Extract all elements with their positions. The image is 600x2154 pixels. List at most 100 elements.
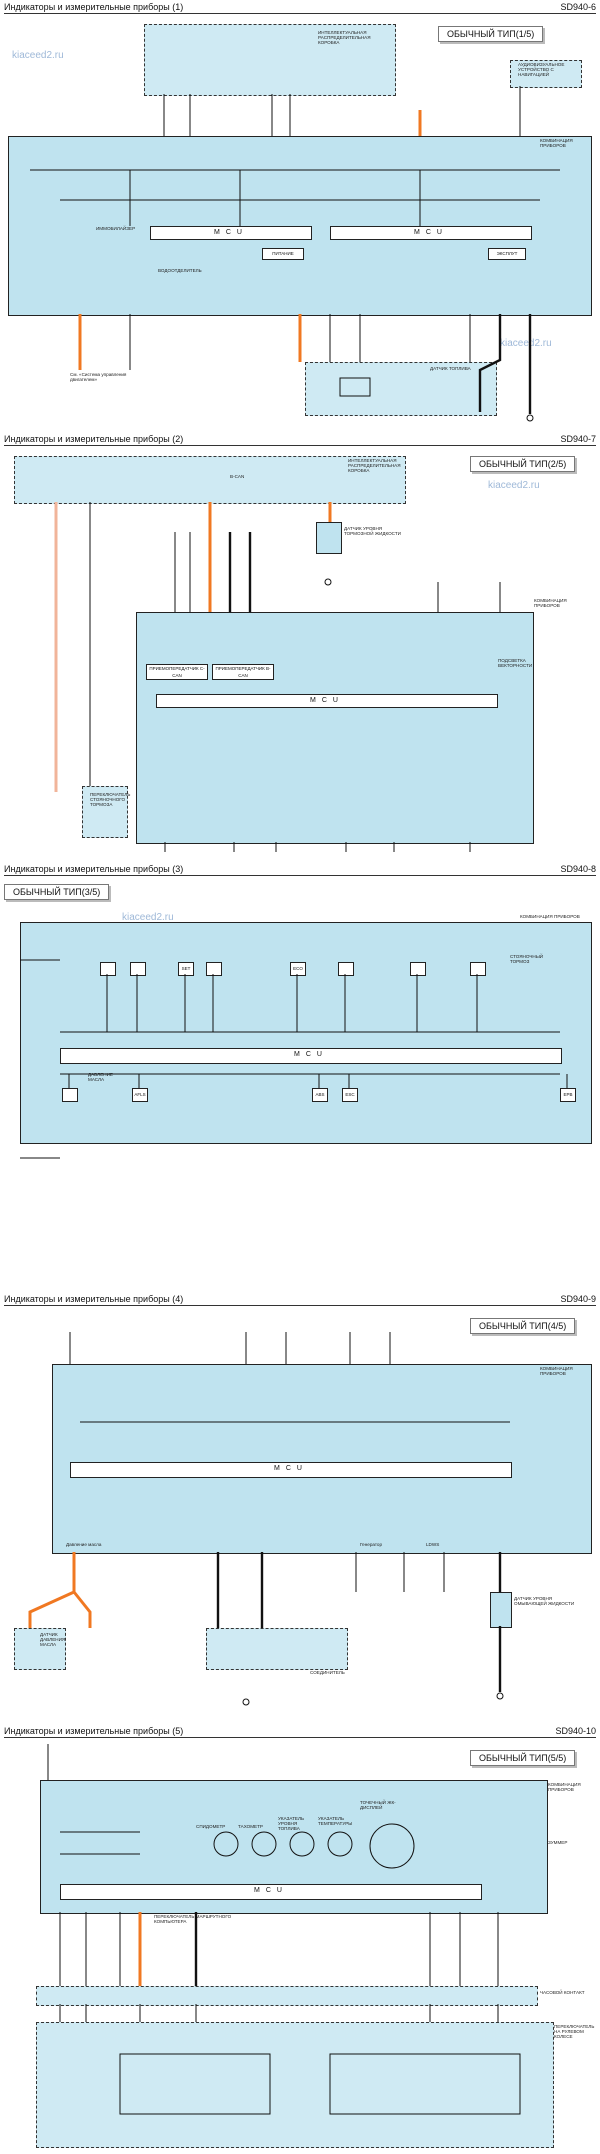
indicator-icon <box>130 962 146 976</box>
instrument-cluster <box>136 612 534 844</box>
signal-label: Давление масла <box>66 1542 102 1547</box>
component-label: КОМБИНАЦИЯ ПРИБОРОВ <box>540 138 573 148</box>
component-label: СТОЯНОЧНЫЙ ТОРМОЗ <box>510 954 544 964</box>
mcu-block: MCU <box>60 1048 562 1064</box>
component-label: АУДИОВИЗУАЛЬНОЕ УСТРОЙСТВО С НАВИГАЦИЕЙ <box>518 62 565 77</box>
wiring-svg <box>54 502 501 852</box>
indicator-icon: SET <box>178 962 194 976</box>
mcu-block: MCU <box>156 694 498 708</box>
gauge-label: ТАХОМЕТР <box>238 1824 263 1829</box>
component-label: ДАТЧИК УРОВНЯ ТОРМОЗНОЙ ЖИДКОСТИ <box>344 526 401 536</box>
component-label: ВОДООТДЕЛИТЕЛЬ <box>158 268 202 273</box>
indicator-icon: ABS <box>312 1088 328 1102</box>
component-label: ДАТЧИК ДАВЛЕНИЯ МАСЛА <box>40 1632 66 1647</box>
gauge-label: УКАЗАТЕЛЬ УРОВНЯ ТОПЛИВА <box>278 1816 304 1831</box>
indicator-icon <box>206 962 222 976</box>
component-label: ИНТЕЛЛЕКТУАЛЬНАЯ РАСПРЕДЕЛИТЕЛЬНАЯ КОРОБ… <box>348 458 401 473</box>
component-label: См. «Система управления двигателем» <box>70 372 127 382</box>
sheet-badge: ОБЫЧНЫЙ ТИП(5/5) <box>470 1750 576 1766</box>
power-block: ПИТАНИЕ <box>262 248 304 260</box>
mcu-block: MCU <box>150 226 312 240</box>
component-label: ИММОБИЛАЙЗЕР <box>96 226 136 231</box>
wiring-svg <box>20 959 568 1159</box>
component-label: КОМБИНАЦИЯ ПРИБОРОВ <box>520 914 580 919</box>
fuel-sender <box>305 362 497 416</box>
component-label: КОМБИНАЦИЯ ПРИБОРОВ <box>540 1366 573 1376</box>
sheet-code: SD940-10 <box>555 1726 596 1736</box>
gauge-label: УКАЗАТЕЛЬ ТЕМПЕРАТУРЫ <box>318 1816 353 1826</box>
component-label: ДАТЧИК ТОПЛИВА <box>430 366 471 371</box>
component-label: КОМБИНАЦИЯ ПРИБОРОВ <box>548 1782 581 1792</box>
sheet-2: Индикаторы и измерительные приборы (2) S… <box>0 432 600 860</box>
sheet-header: Индикаторы и измерительные приборы (3) S… <box>4 862 596 876</box>
indicator-icon: ESC <box>342 1088 358 1102</box>
wiring-svg <box>47 1744 521 2115</box>
brake-fluid-sensor <box>316 522 342 554</box>
parking-brake-switch <box>82 786 128 838</box>
smart-junction-box <box>144 24 396 96</box>
gauge-label: ТОЧЕЧНЫЙ ЖК-ДИСПЛЕЙ <box>360 1800 396 1810</box>
sheet-header: Индикаторы и измерительные приборы (2) S… <box>4 432 596 446</box>
component-label: ПЕРЕКЛЮЧАТЕЛЬ НА РУЛЕВОМ КОЛЕСЕ <box>554 2024 595 2039</box>
sheet-title: Индикаторы и измерительные приборы (1) <box>4 2 184 12</box>
sheet-1: Индикаторы и измерительные приборы (1) S… <box>0 0 600 430</box>
indicator-icon: AFLS <box>132 1088 148 1102</box>
bus-label: B-CAN <box>230 474 245 479</box>
mcu-block: MCU <box>70 1462 512 1478</box>
indicator-icon <box>470 962 486 976</box>
indicator-icon <box>62 1088 78 1102</box>
mcu-block: MCU <box>60 1884 482 1900</box>
indicator-icon <box>410 962 426 976</box>
sheet-title: Индикаторы и измерительные приборы (2) <box>4 434 184 444</box>
sheet-code: SD940-9 <box>560 1294 596 1304</box>
sheet-4: Индикаторы и измерительные приборы (4) S… <box>0 1292 600 1722</box>
sheet-header: Индикаторы и измерительные приборы (5) S… <box>4 1724 596 1738</box>
indicator-icon: ECO <box>290 962 306 976</box>
sheet-header: Индикаторы и измерительные приборы (1) S… <box>4 0 596 14</box>
signal-label: Генератор <box>360 1542 382 1547</box>
sheet-title: Индикаторы и измерительные приборы (3) <box>4 864 184 874</box>
watermark: kiaceed2.ru <box>500 338 552 349</box>
connector-block <box>206 1628 348 1670</box>
sheet-title: Индикаторы и измерительные приборы (4) <box>4 1294 184 1304</box>
can-transceiver-bcan: ПРИЕМОПЕРЕДАТЧИК B-CAN <box>212 664 274 680</box>
component-label: ПЕРЕКЛЮЧАТЕЛЬ СТОЯНОЧНОГО ТОРМОЗА <box>90 792 131 807</box>
indicator-icon <box>100 962 116 976</box>
component-label: ДАТЧИК УРОВНЯ ОМЫВАЮЩЕЙ ЖИДКОСТИ <box>514 1596 575 1606</box>
audio-navigation-unit <box>510 60 582 88</box>
mcu-block: MCU <box>330 226 532 240</box>
watermark: kiaceed2.ru <box>488 480 540 491</box>
sheet-3: Индикаторы и измерительные приборы (3) S… <box>0 862 600 1290</box>
component-label: ПЕРЕКЛЮЧАТЕЛЬ МАРШРУТНОГО КОМПЬЮТЕРА <box>154 1914 232 1924</box>
sheet-code: SD940-8 <box>560 864 596 874</box>
component-label: ПОДСВЕТКА ВЕКТОРНОСТИ <box>498 658 533 668</box>
component-label: ЗУММЕР <box>548 1840 568 1845</box>
watermark: kiaceed2.ru <box>122 912 174 923</box>
sheet-badge: ОБЫЧНЫЙ ТИП(1/5) <box>438 26 544 42</box>
signal-label: LDWS <box>426 1542 440 1547</box>
can-transceiver-ccan: ПРИЕМОПЕРЕДАТЧИК C-CAN <box>146 664 208 680</box>
oil-pressure-sensor <box>14 1628 66 1670</box>
wiring-svg <box>28 1332 510 1706</box>
instrument-cluster <box>52 1364 592 1554</box>
smart-junction-box <box>14 456 406 504</box>
sheet-badge: ОБЫЧНЫЙ ТИП(4/5) <box>470 1318 576 1334</box>
component-label: СОЕДИНИТЕЛЬ <box>310 1670 345 1675</box>
wiring-svg <box>30 86 560 422</box>
component-label: ЧАСОВОЙ КОНТАКТ <box>540 1990 585 1995</box>
sheet-badge: ОБЫЧНЫЙ ТИП(2/5) <box>470 456 576 472</box>
indicator-icon: EPB <box>560 1088 576 1102</box>
exploit-block: ЭКСПЛУТ <box>488 248 526 260</box>
steering-wheel-switch <box>36 2022 554 2148</box>
sheet-5: Индикаторы и измерительные приборы (5) S… <box>0 1724 600 2154</box>
component-label: КОМБИНАЦИЯ ПРИБОРОВ <box>534 598 567 608</box>
sheet-code: SD940-7 <box>560 434 596 444</box>
sheet-title: Индикаторы и измерительные приборы (5) <box>4 1726 184 1736</box>
sheet-code: SD940-6 <box>560 2 596 12</box>
indicator-icon <box>338 962 354 976</box>
sheet-badge: ОБЫЧНЫЙ ТИП(3/5) <box>4 884 110 900</box>
gauge-label: СПИДОМЕТР <box>196 1824 226 1829</box>
watermark: kiaceed2.ru <box>12 50 64 61</box>
sheet-header: Индикаторы и измерительные приборы (4) S… <box>4 1292 596 1306</box>
instrument-cluster <box>20 922 592 1144</box>
